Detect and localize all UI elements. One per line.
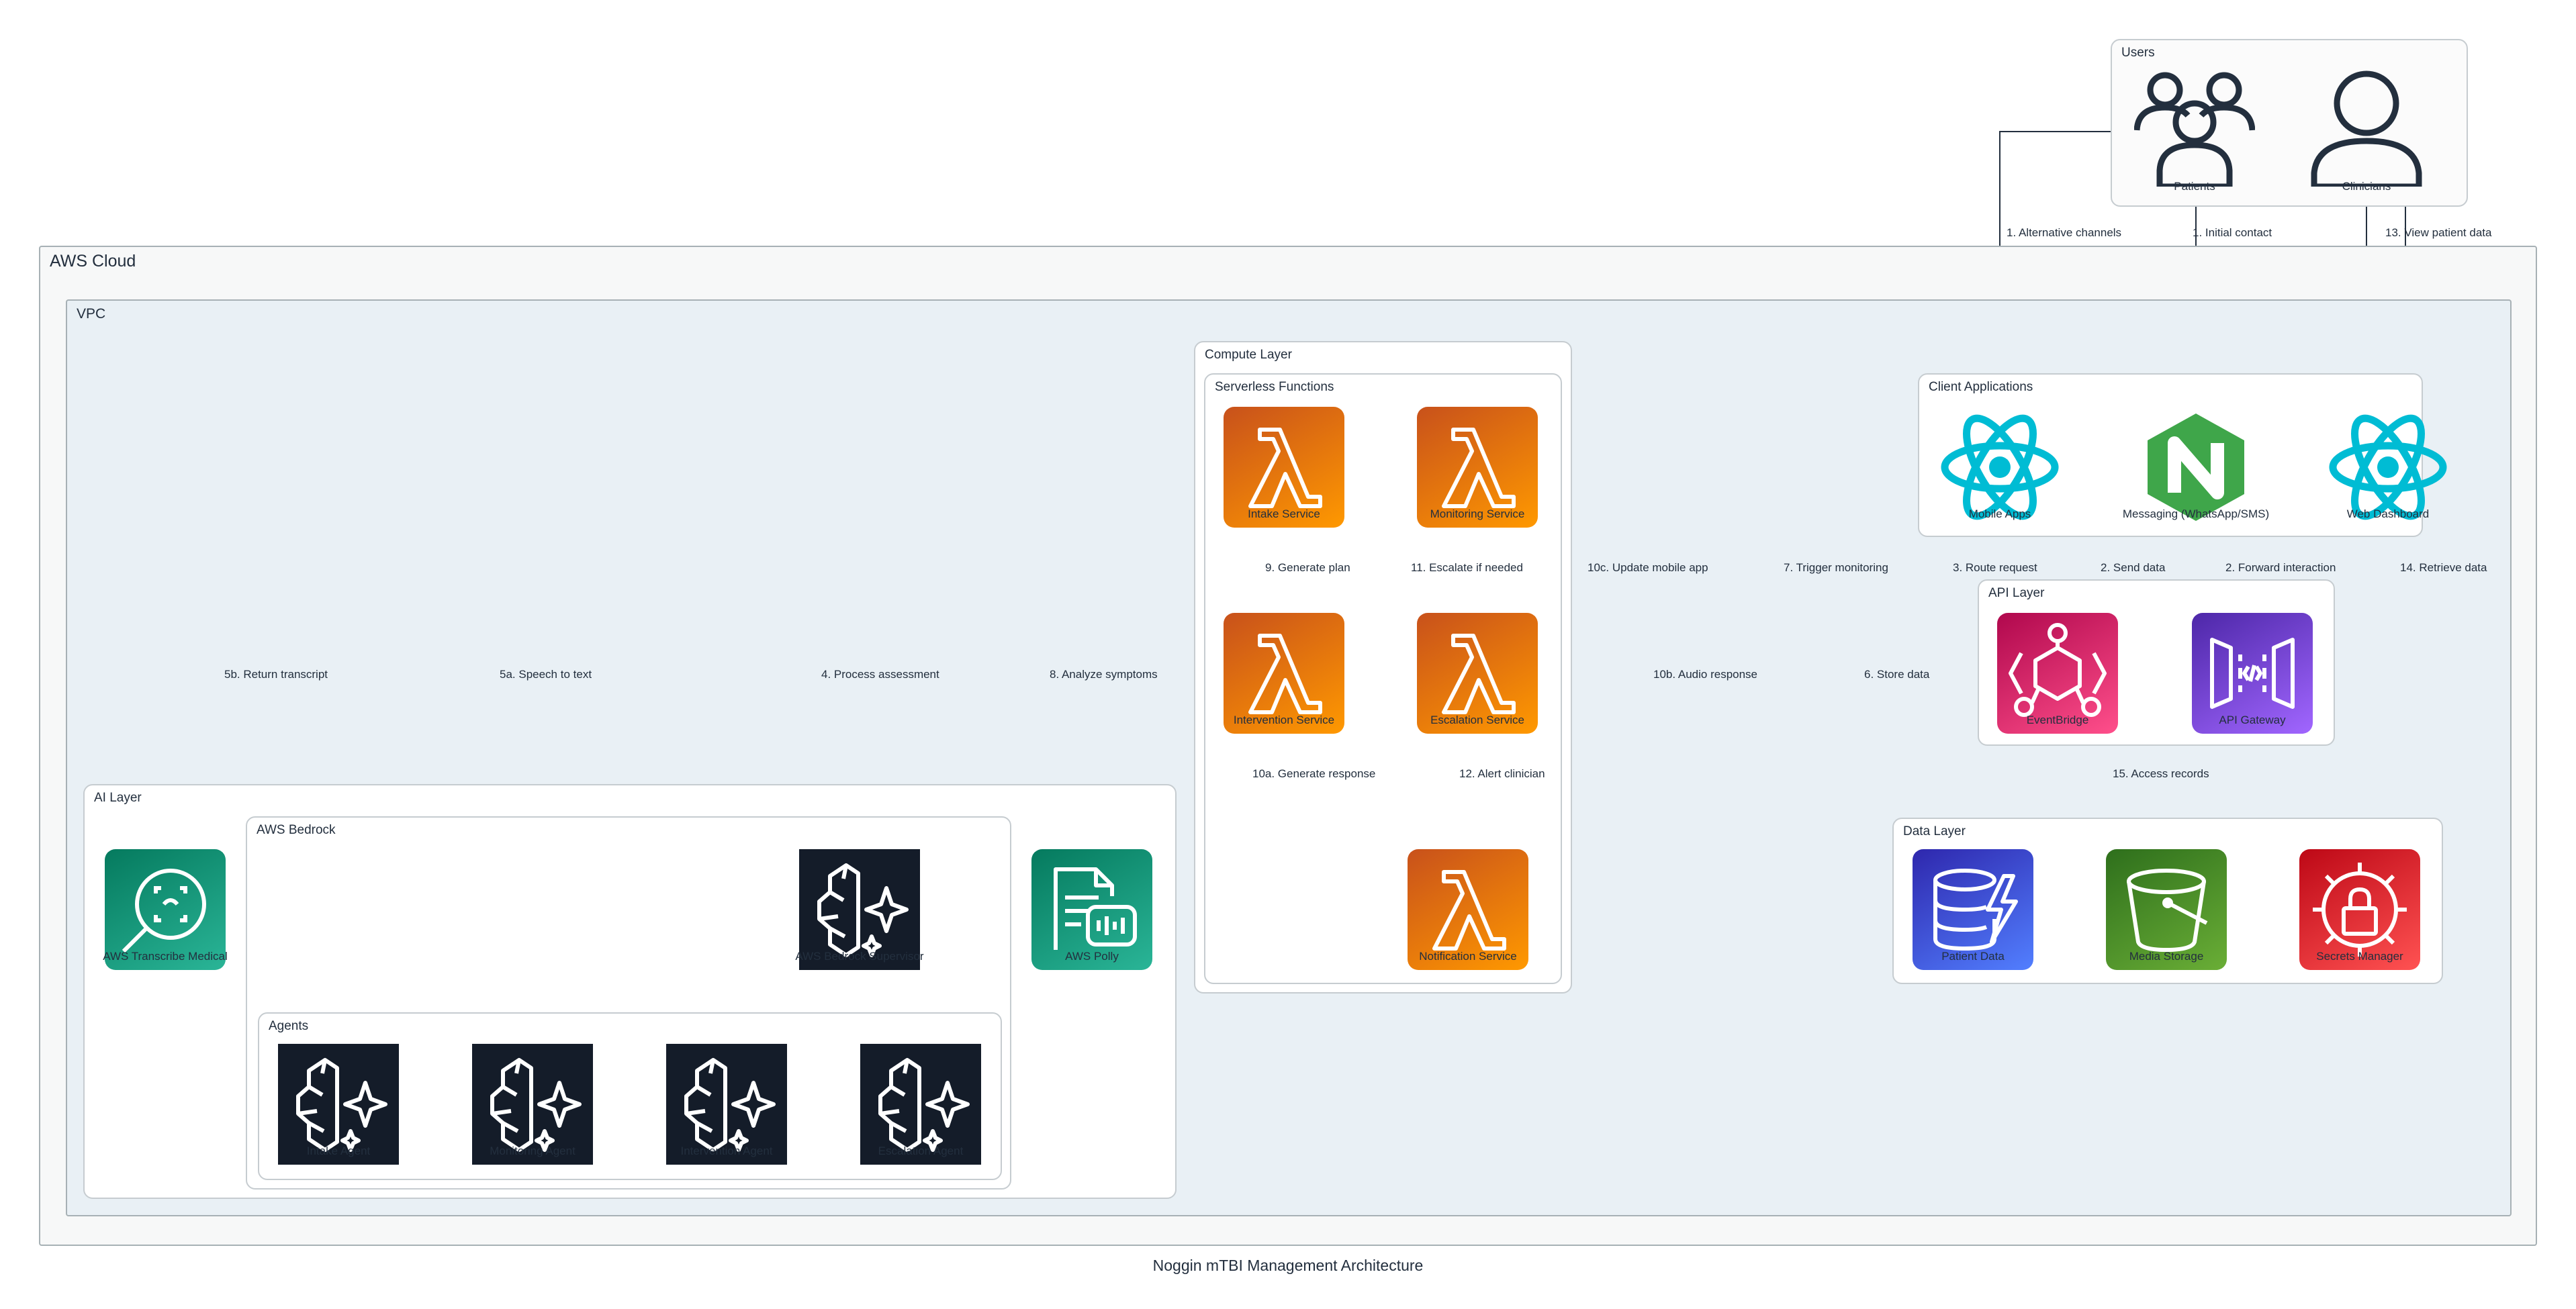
intake-service-label: Intake Service: [1248, 507, 1320, 520]
api-gateway-node[interactable]: API Gateway: [2192, 613, 2313, 734]
intake-agent-node[interactable]: Intake Agent: [278, 1044, 399, 1165]
client-applications-title: Client Applications: [1929, 380, 2033, 394]
edge-label-alert-clinician: 12. Alert clinician: [1459, 767, 1545, 780]
react-icon: [1941, 414, 2059, 520]
monitoring-service-label: Monitoring Service: [1430, 507, 1525, 520]
lambda-icon: [1248, 428, 1322, 508]
secrets-manager-icon: [2313, 863, 2407, 957]
mobile-apps-label: Mobile Apps: [1968, 507, 2031, 520]
intake-agent-label: Intake Agent: [306, 1145, 371, 1157]
escalation-service-label: Escalation Service: [1430, 714, 1524, 726]
user-icon: [2311, 70, 2422, 187]
edge-label-analyze-symptoms: 8. Analyze symptoms: [1050, 668, 1158, 681]
patients-label: Patients: [2174, 180, 2215, 193]
bedrock-icon: [878, 1058, 970, 1152]
edge-label-trigger-monitoring: 7. Trigger monitoring: [1784, 561, 1888, 574]
notification-service-node[interactable]: Notification Service: [1408, 849, 1528, 970]
lambda-icon: [1442, 428, 1516, 508]
edge-label-send-data: 2. Send data: [2101, 561, 2166, 574]
nginx-icon: [2148, 414, 2244, 521]
dynamodb-icon: [1933, 869, 2018, 951]
compute-layer-title: Compute Layer: [1205, 348, 1292, 362]
edge-label-retrieve-data: 14. Retrieve data: [2400, 561, 2487, 574]
secrets-manager-label: Secrets Manager: [2316, 950, 2403, 963]
edge-label-return-transcript: 5b. Return transcript: [224, 668, 328, 681]
edge-label-forward-interaction: 2. Forward interaction: [2225, 561, 2336, 574]
eventbridge-node[interactable]: EventBridge: [1997, 613, 2118, 734]
polly-label: AWS Polly: [1065, 950, 1119, 963]
api-layer-title: API Layer: [1988, 586, 2045, 600]
bedrock-icon: [684, 1058, 776, 1152]
intervention-service-node[interactable]: Intervention Service: [1224, 613, 1344, 734]
data-layer-title: Data Layer: [1903, 824, 1966, 838]
agents-title: Agents: [269, 1019, 309, 1033]
users-group: Users: [2111, 39, 2468, 207]
serverless-functions-title: Serverless Functions: [1215, 380, 1334, 394]
monitoring-agent-label: Monitoring Agent: [490, 1145, 576, 1157]
edge-label-speech-to-text: 5a. Speech to text: [500, 668, 592, 681]
clinicians-node[interactable]: Clinicians: [2306, 66, 2427, 193]
lambda-icon: [1442, 634, 1516, 714]
media-storage-label: Media Storage: [2129, 950, 2204, 963]
clinicians-label: Clinicians: [2342, 180, 2391, 193]
edge-label-view-patient-data: 13. View patient data: [2385, 226, 2492, 239]
escalation-agent-node[interactable]: Escalation Agent: [860, 1044, 981, 1165]
transcribe-label: AWS Transcribe Medical: [103, 950, 228, 963]
lambda-icon: [1248, 634, 1322, 714]
patient-data-label: Patient Data: [1941, 950, 2005, 963]
monitoring-agent-node[interactable]: Monitoring Agent: [472, 1044, 593, 1165]
intake-service-node[interactable]: Intake Service: [1224, 407, 1344, 528]
vpc-title: VPC: [77, 306, 106, 322]
transcribe-node[interactable]: AWS Transcribe Medical: [103, 849, 228, 970]
edge-label-initial-contact: 1. Initial contact: [2193, 226, 2272, 239]
patient-data-node[interactable]: Patient Data: [1913, 849, 2033, 970]
api-gateway-label: API Gateway: [2219, 714, 2286, 726]
escalation-agent-label: Escalation Agent: [878, 1145, 964, 1157]
edge-label-alternative-channels: 1. Alternative channels: [2007, 226, 2122, 239]
users-icon: [2134, 72, 2255, 187]
monitoring-service-node[interactable]: Monitoring Service: [1417, 407, 1538, 528]
secrets-manager-node[interactable]: Secrets Manager: [2299, 849, 2420, 970]
edge-label-generate-response: 10a. Generate response: [1252, 767, 1376, 780]
web-dashboard-node[interactable]: Web Dashboard: [2328, 407, 2448, 528]
escalation-service-node[interactable]: Escalation Service: [1417, 613, 1538, 734]
users-group-title: Users: [2121, 46, 2155, 60]
aws-bedrock-title: AWS Bedrock: [257, 823, 336, 837]
mobile-apps-node[interactable]: Mobile Apps: [1939, 407, 2060, 528]
transcribe-icon: [122, 869, 206, 953]
messaging-node[interactable]: Messaging (WhatsApp/SMS): [2123, 407, 2269, 528]
api-gateway-icon: [2210, 638, 2295, 709]
bedrock-icon: [296, 1058, 387, 1152]
edge-label-update-mobile-app: 10c. Update mobile app: [1588, 561, 1708, 574]
s3-bucket-icon: [2127, 869, 2208, 953]
polly-node[interactable]: AWS Polly: [1031, 849, 1152, 970]
intervention-agent-node[interactable]: Intervention Agent: [666, 1044, 787, 1165]
aws-cloud-title: AWS Cloud: [50, 252, 136, 271]
bedrock-supervisor-label: AWS Bedrock Supervisor: [795, 950, 924, 963]
edge-label-generate-plan: 9. Generate plan: [1265, 561, 1350, 574]
intervention-agent-label: Intervention Agent: [680, 1145, 773, 1157]
web-dashboard-label: Web Dashboard: [2346, 507, 2430, 520]
edge-label-store-data: 6. Store data: [1864, 668, 1930, 681]
messaging-label: Messaging (WhatsApp/SMS): [2122, 507, 2270, 520]
edge-label-access-records: 15. Access records: [2113, 767, 2209, 780]
intervention-service-label: Intervention Service: [1233, 714, 1335, 726]
bedrock-icon: [817, 863, 909, 957]
edge-label-escalate-if-needed: 11. Escalate if needed: [1411, 561, 1523, 574]
eventbridge-label: EventBridge: [2026, 714, 2089, 726]
ai-layer-title: AI Layer: [94, 791, 142, 805]
bedrock-supervisor-node[interactable]: AWS Bedrock Supervisor: [795, 849, 924, 970]
react-icon: [2329, 414, 2447, 520]
diagram-title: Noggin mTBI Management Architecture: [1152, 1257, 1424, 1274]
polly-icon: [1054, 867, 1137, 950]
edge-label-route-request: 3. Route request: [1953, 561, 2037, 574]
patients-node[interactable]: Patients: [2134, 66, 2255, 193]
edge-label-audio-response: 10b. Audio response: [1653, 668, 1758, 681]
notification-service-label: Notification Service: [1419, 950, 1517, 963]
lambda-icon: [1432, 870, 1506, 951]
eventbridge-icon: [2009, 623, 2107, 717]
media-storage-node[interactable]: Media Storage: [2106, 849, 2227, 970]
edge-label-process-assessment: 4. Process assessment: [821, 668, 939, 681]
bedrock-icon: [490, 1058, 582, 1152]
